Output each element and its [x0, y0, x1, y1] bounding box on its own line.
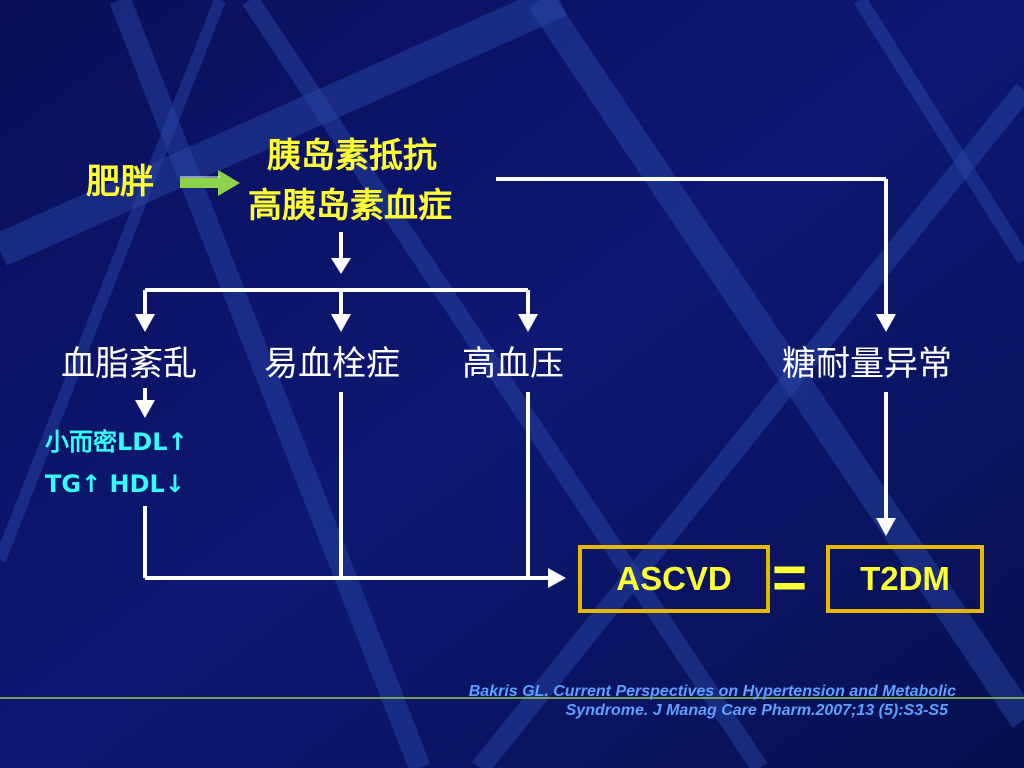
citation-line1: Bakris GL. Current Perspectives on Hyper… [468, 683, 956, 700]
insulin-resistance-label: 胰岛素抵抗 [267, 136, 437, 176]
hypertension-label: 高血压 [462, 344, 564, 384]
ascvd-box: ASCVD [578, 545, 770, 613]
thrombophilia-label: 易血栓症 [264, 344, 400, 384]
lipid-detail-line2: TG↑ HDL↓ [45, 470, 185, 498]
hyperinsulinemia-label: 高胰岛素血症 [248, 186, 452, 226]
glucose-intolerance-label: 糖耐量异常 [782, 344, 952, 384]
dyslipidemia-label: 血脂紊乱 [61, 344, 197, 384]
t2dm-box: T2DM [826, 545, 984, 613]
green-arrow-icon [180, 170, 240, 196]
citation-line2: Syndrome. J Manag Care Pharm.2007;13 (5)… [565, 702, 948, 719]
lipid-detail-line1: 小而密LDL↑ [45, 428, 188, 456]
obesity-label: 肥胖 [86, 162, 154, 202]
citation: Bakris GL. Current Perspectives on Hyper… [469, 682, 956, 720]
t2dm-label: T2DM [860, 560, 950, 597]
equals-sign: = [772, 544, 808, 611]
ascvd-label: ASCVD [616, 560, 732, 597]
